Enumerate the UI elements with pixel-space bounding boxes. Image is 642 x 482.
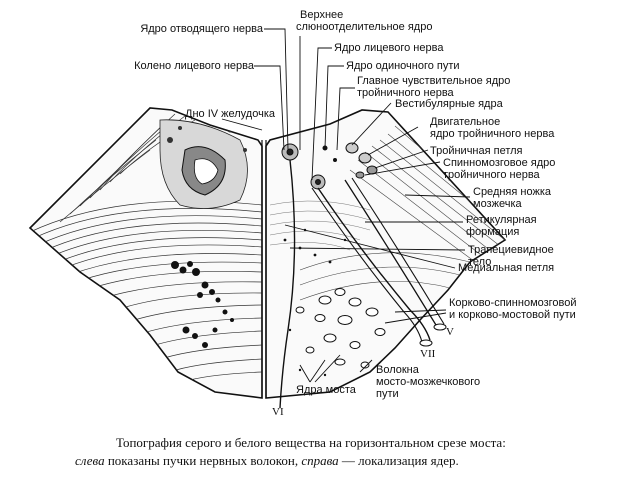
figure-caption-line2: слева показаны пучки нервных волокон, сп… xyxy=(75,452,459,469)
label-trapezoid-1: Трапециевидное xyxy=(468,244,554,256)
label-nerve-vi: VI xyxy=(272,406,284,418)
label-spinal-trigeminal-1: Спинномозговое ядро xyxy=(443,157,556,169)
right-half-outline xyxy=(265,109,507,399)
label-main-sensory-1: Главное чувствительное ядро xyxy=(357,75,511,87)
right-pontine-nuclei xyxy=(295,288,386,369)
label-motor-trigeminal-2: ядро тройничного нерва xyxy=(430,128,555,140)
label-nerve-vii: VII xyxy=(420,348,436,360)
leader-lines xyxy=(221,28,471,383)
caption-mid: показаны пучки нервных волокон, xyxy=(104,453,302,468)
caption-end: — локализация ядер. xyxy=(338,453,459,468)
label-nerve-v: V xyxy=(446,326,454,338)
label-abducens-nucleus: Ядро отводящего нерва xyxy=(140,23,263,35)
caption-left-word: слева xyxy=(75,453,105,468)
label-mcp-1: Средняя ножка xyxy=(473,186,551,198)
right-nuclei xyxy=(281,142,378,190)
label-vestibular-nuclei: Вестибулярные ядра xyxy=(395,98,503,110)
label-main-sensory-2: тройничного нерва xyxy=(357,87,454,99)
label-fibers-2: мосто-мозжечкового xyxy=(376,376,481,388)
figure-caption-line1: Топография серого и белого вещества на г… xyxy=(116,435,506,450)
nerve-vi-root xyxy=(279,159,296,409)
right-tegmentum xyxy=(269,200,371,251)
nerve-vii-cut xyxy=(419,339,433,347)
left-tegmentum xyxy=(159,119,248,209)
label-trapezoid-2: тело xyxy=(468,256,492,268)
label-mcp-2: мозжечка xyxy=(473,198,522,210)
label-trigeminal-lemniscus: Тройничная петля xyxy=(430,145,523,157)
label-motor-trigeminal-1: Двигательное xyxy=(430,116,501,128)
midline-raphe xyxy=(261,140,267,398)
label-cortico-1: Корково-спинномозговой xyxy=(449,297,577,309)
label-medial-lemniscus: Медиальная петля xyxy=(458,262,555,274)
caption-right-word: справа xyxy=(301,453,339,468)
label-spinal-trigeminal-2: тройничного нерва xyxy=(443,169,540,181)
label-pontine-nuclei: Ядра моста xyxy=(296,384,356,396)
label-fibers-3: пути xyxy=(376,388,399,400)
label-cortico-2: и корково-мостовой пути xyxy=(449,309,576,321)
label-facial-nucleus: Ядро лицевого нерва xyxy=(334,42,444,54)
label-reticular-1: Ретикулярная xyxy=(466,214,537,226)
left-fiber-bundles xyxy=(30,113,262,381)
nerve-vii-root-b xyxy=(311,187,423,343)
label-superior-salivatory-2: слюноотделительное ядро xyxy=(296,21,433,33)
label-reticular-2: формация xyxy=(466,226,520,238)
nerve-v-cut xyxy=(433,323,447,331)
nerve-vii-root-a xyxy=(317,187,431,341)
label-superior-salivatory-1: Верхнее xyxy=(300,9,344,21)
label-facial-genu: Колено лицевого нерва xyxy=(134,60,254,72)
label-solitary-nucleus: Ядро одиночного пути xyxy=(346,60,460,72)
left-pontine-clumps xyxy=(171,261,234,348)
label-fourth-ventricle-floor: Дно IV желудочка xyxy=(185,108,276,120)
label-fibers-1: Волокна xyxy=(376,364,419,376)
